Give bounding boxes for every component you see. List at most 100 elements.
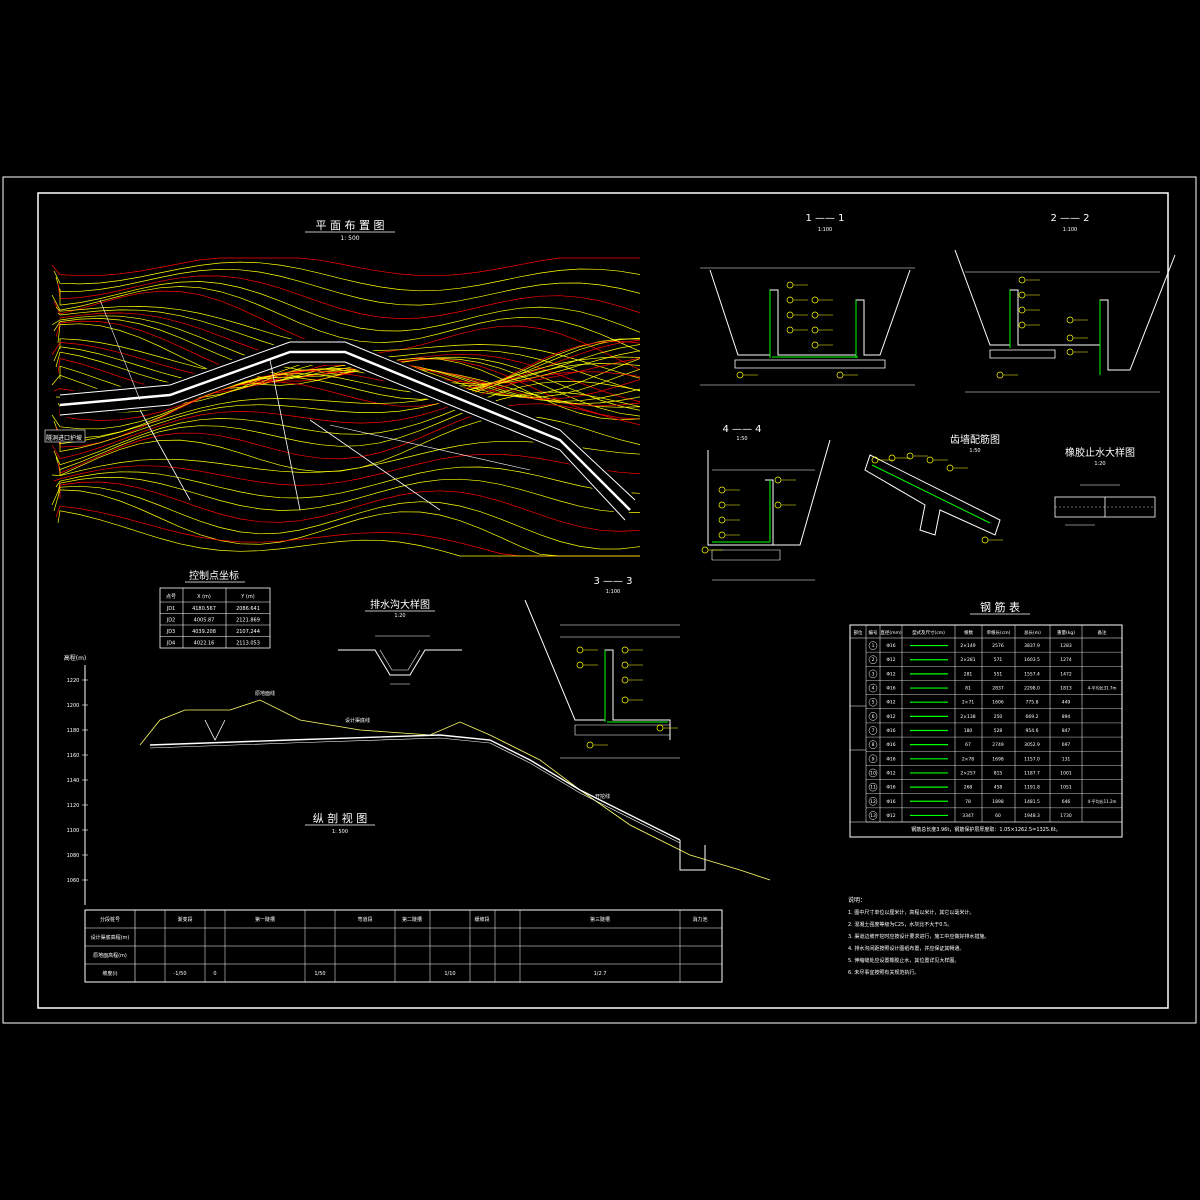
rebar-number-circle	[868, 726, 878, 735]
contour-line	[55, 505, 640, 557]
rebar-number-circle	[868, 797, 878, 806]
contour-line	[53, 489, 640, 557]
cp-x: 4039.208	[192, 629, 216, 635]
rebar-total-length: 1157.0	[1024, 756, 1040, 762]
rebar-number-circle	[868, 740, 878, 749]
rebar-callout	[656, 724, 664, 732]
rebar-number: 1	[872, 643, 875, 649]
contour-line	[57, 476, 641, 513]
contour-line	[51, 371, 641, 460]
rebar-table-title: 钢 筋 表	[980, 600, 1020, 614]
section-3-3: 3 —— 3 1:100	[524, 576, 680, 759]
rebar-weight: 646	[1062, 799, 1071, 805]
contour-line	[53, 380, 641, 466]
rebar-total-length: 3837.9	[1024, 643, 1040, 649]
section-3-title: 3 —— 3	[593, 576, 632, 587]
rebar-unit-length: 1898	[992, 799, 1004, 805]
contour-line	[55, 466, 641, 499]
contour-line	[53, 338, 640, 439]
contour-line	[57, 403, 641, 474]
rebar-count: 78	[965, 799, 971, 805]
profile-label-channel: 设计渠底线	[345, 717, 370, 724]
rebar-callout	[1018, 276, 1026, 284]
section-1-1: 1 —— 1 1:100	[700, 213, 915, 386]
rebar-callout	[981, 536, 989, 544]
rebar-header-cell: 部位	[854, 629, 863, 636]
rebar-total-length: 1557.4	[1024, 671, 1040, 677]
rebar-count: 2×138	[960, 714, 975, 720]
rebar-number-circle	[868, 683, 878, 693]
profile-segment-label: 消力池	[692, 916, 707, 923]
rebar-weight: 1001	[1060, 770, 1072, 776]
rebar-number: 5	[872, 700, 875, 706]
channel-centerline	[59, 350, 631, 511]
rebar-callout	[718, 516, 726, 524]
profile-slope-label: -1/50	[173, 971, 186, 977]
contour-line	[59, 363, 641, 452]
rebar-number: 12	[870, 799, 876, 805]
rebar-count: 268	[964, 785, 973, 791]
contour-line	[51, 342, 641, 407]
rebar-weight: 697	[1062, 742, 1071, 748]
rebar-unit-length: 528	[994, 728, 1003, 734]
contour-line	[59, 415, 641, 476]
cp-y: 2107.244	[236, 629, 260, 635]
rebar-number: 13	[870, 813, 876, 819]
elevation-tick-label: 1220	[67, 678, 80, 684]
note-item: 1. 图中尺寸单位以厘米计，高程以米计，其它以毫米计。	[848, 909, 974, 916]
contour-line	[59, 339, 641, 421]
rebar-callout	[1018, 306, 1026, 314]
rebar-unit-length: 2576	[992, 643, 1004, 649]
tooth-wall-title: 齿墙配筋图	[950, 433, 1000, 446]
contour-line	[51, 257, 640, 277]
rebar-weight: 894	[1062, 714, 1071, 720]
rebar-callout	[586, 741, 594, 749]
rebar-callout	[621, 676, 629, 684]
rebar-callout	[1066, 348, 1074, 356]
rebar-number-circle	[868, 754, 878, 764]
rebar-number-circle	[868, 641, 878, 650]
rebar-number: 9	[872, 756, 875, 762]
profile-segment-label: 第三陡槽	[590, 916, 610, 923]
rebar-callout	[718, 531, 726, 539]
rebar-diameter: Φ16	[886, 785, 895, 791]
rebar-number-circle	[868, 669, 878, 679]
rebar-weight: 1472	[1060, 671, 1072, 677]
cp-point-id: JD2	[166, 618, 176, 624]
section-1-title: 1 —— 1	[805, 213, 844, 224]
note-item: 4. 排水沟间距按照设计图纸布置，并应保证其畅通。	[848, 945, 964, 952]
inlet-label: 隧洞进口护坡	[46, 434, 82, 442]
cp-x: 4180.567	[192, 606, 216, 612]
profile-label-excavation: 开挖线	[595, 793, 610, 800]
rebar-weight: 847	[1062, 728, 1071, 734]
profile-scale: 1: 500	[332, 829, 348, 835]
cp-y: 2121.869	[236, 618, 260, 624]
contour-line	[59, 481, 641, 532]
rebar-number: 11	[870, 785, 876, 791]
note-item: 6. 未尽事宜按照有关规范执行。	[848, 969, 919, 976]
rebar-callout	[621, 696, 629, 704]
rebar-diameter: Φ16	[886, 799, 895, 805]
rebar-number-circle	[868, 697, 878, 707]
notes-title: 说明：	[848, 896, 866, 904]
rebar-count: 180	[964, 728, 973, 734]
rebar-number: 10	[870, 770, 876, 776]
profile-row-2: 原地面高程(m)	[93, 952, 127, 959]
rebar-diameter: Φ16	[886, 742, 895, 748]
rebar-callout	[786, 326, 794, 334]
drain-detail: 排水沟大样图 1:20	[338, 598, 462, 685]
drain-scale: 1:20	[394, 613, 405, 619]
rebar-diameter: Φ12	[886, 714, 895, 720]
rebar-weight: 1274	[1060, 657, 1072, 663]
rebar-callout	[701, 546, 709, 554]
cp-x: 4022.16	[194, 641, 215, 647]
rebar-unit-length: 551	[994, 671, 1003, 677]
contour-line	[55, 391, 641, 470]
section-4-title: 4 —— 4	[722, 424, 761, 435]
section-3-scale: 1:100	[606, 589, 620, 595]
contour-line	[51, 485, 641, 550]
rebar-callout	[811, 311, 819, 319]
contour-line	[57, 356, 641, 445]
rebar-unit-length: 815	[994, 770, 1003, 776]
